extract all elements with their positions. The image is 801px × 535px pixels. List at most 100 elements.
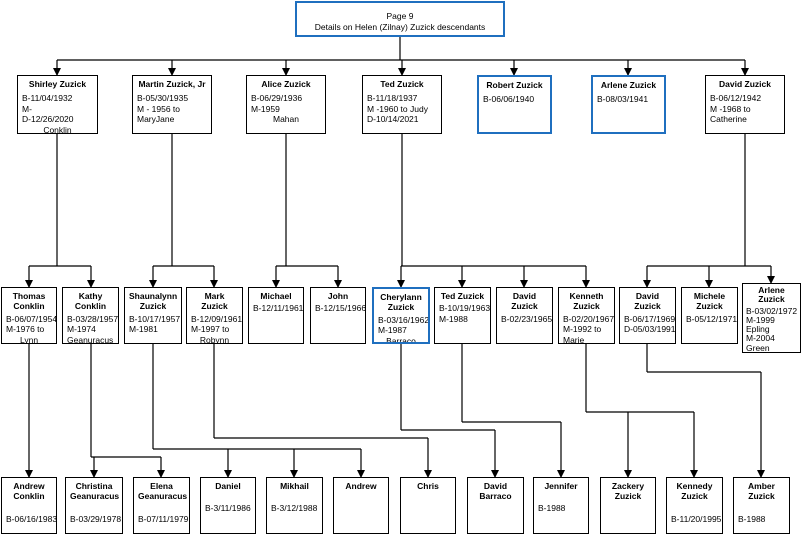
person-name: Robert Zuzick <box>486 80 543 90</box>
person-detail: B-07/11/1979 <box>138 513 189 524</box>
person-name: Michael <box>260 291 292 301</box>
name-gap <box>6 502 52 514</box>
person-detail: D-05/03/1991 <box>624 324 676 335</box>
name-gap <box>405 491 451 503</box>
person-detail-spouse: Lynn <box>19 334 39 344</box>
person-name: Cherylann Zuzick <box>380 292 422 313</box>
person-detail: B-05/12/1971 <box>686 313 738 324</box>
person-detail: B-11/20/1995 <box>671 513 722 524</box>
person-detail-spouse: Barraco <box>386 335 416 344</box>
person-name: David Zuzick <box>719 79 771 89</box>
person-detail: B-05/30/1935 <box>137 93 189 104</box>
person-detail: Marie <box>563 334 585 344</box>
person-name: Michele Zuzick <box>693 291 726 312</box>
person-detail: B-11/04/1932 <box>22 93 73 104</box>
person-detail: M-1976 to <box>6 324 45 335</box>
person-detail: M-1988 <box>439 313 468 324</box>
person-name: Chris <box>417 481 439 491</box>
name-gap <box>538 491 584 503</box>
person-detail: M-1992 to <box>563 324 602 335</box>
person-name: Kenneth Zuzick <box>569 291 604 312</box>
person-name: David Zuzick <box>511 291 538 312</box>
person-detail: M-1974 <box>67 324 96 335</box>
name-gap <box>671 502 718 514</box>
person-detail: B-11/18/1937 <box>367 93 418 104</box>
person-detail: M -1968 to <box>710 103 751 114</box>
name-gap <box>271 491 318 503</box>
person-name: John <box>327 291 349 301</box>
person-detail: D-12/26/2020 <box>22 114 74 125</box>
person-detail-spouse: Robynn <box>199 334 230 344</box>
person-box-andrew: Andrew <box>333 477 389 534</box>
person-name: Ted Zuzick <box>440 291 485 301</box>
person-detail: B-12/09/1961 <box>191 313 243 324</box>
name-gap <box>472 502 519 514</box>
person-detail: M -1960 to Judy <box>367 103 428 114</box>
person-detail: Catherine <box>710 114 747 125</box>
person-name: Andrew Conklin <box>13 481 45 502</box>
person-name: Thomas Conklin <box>12 291 46 312</box>
person-detail: B-06/29/1936 <box>251 93 303 104</box>
person-detail-spouse: Mahan <box>273 114 299 125</box>
person-detail: B-06/16/1983 <box>6 513 57 524</box>
person-name: Elena Geanuracus <box>138 481 188 502</box>
person-detail: B-06/17/1969 <box>624 313 676 324</box>
person-detail: B-06/07/1954 <box>6 313 57 324</box>
name-gap <box>738 502 785 514</box>
person-name: Andrew <box>345 481 377 491</box>
person-name: Martin Zuzick, Jr <box>138 79 206 89</box>
name-gap <box>205 491 251 503</box>
person-detail: M-1981 <box>129 324 158 335</box>
person-detail: MaryJane <box>137 114 175 125</box>
person-detail: B-03/28/1957 <box>67 313 119 324</box>
name-gap <box>338 491 384 503</box>
person-detail: B-03/29/1978 <box>70 513 122 524</box>
person-detail: M-1997 to <box>191 324 230 335</box>
person-name: David Zuzick <box>634 291 661 312</box>
person-detail: B-02/23/1965 <box>501 313 553 324</box>
person-detail: B-12/11/1961 <box>253 303 304 314</box>
person-name: Mikhail <box>280 481 309 491</box>
person-box-david-barraco: David Barraco <box>467 477 524 534</box>
person-name: Mark Zuzick <box>201 291 228 312</box>
person-detail: B-1988 <box>538 503 566 514</box>
person-name: Shaunalynn Zuzick <box>129 291 178 312</box>
person-box-zackery-zuzick: Zackery Zuzick <box>600 477 656 534</box>
name-gap <box>605 502 651 514</box>
name-gap <box>70 502 118 514</box>
person-box-chris: Chris <box>400 477 456 534</box>
person-detail: B-10/17/1957 <box>129 313 181 324</box>
person-detail: M-1999 <box>746 314 775 325</box>
person-detail: M-1987 <box>378 325 407 336</box>
person-detail: B-06/12/1942 <box>710 93 762 104</box>
person-name: Amber Zuzick <box>748 481 775 502</box>
person-detail: B-3/11/1986 <box>205 503 251 514</box>
person-detail: B-03/16/1962 <box>378 314 430 325</box>
person-name: Ted Zuzick <box>380 79 424 89</box>
page-number: Page 9 <box>386 11 414 21</box>
page-subtitle: Details on Helen (Zilnay) Zuzick descend… <box>314 22 486 32</box>
